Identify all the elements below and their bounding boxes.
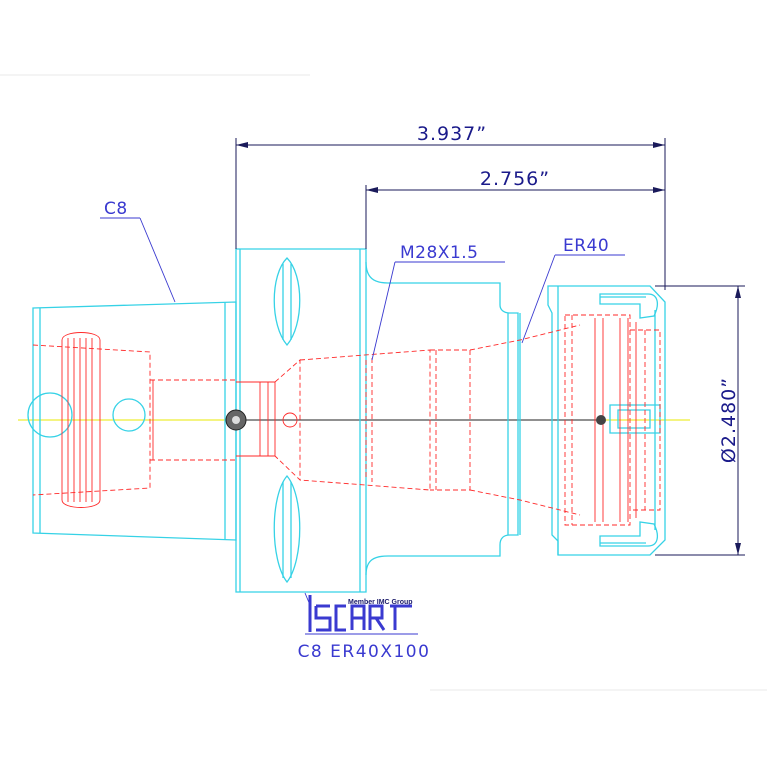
member-imc-text: Member IMC Group (348, 599, 413, 606)
leader-lines (100, 217, 625, 606)
model-name: C8 ER40X100 (298, 642, 431, 662)
thread-label: M28X1.5 (400, 243, 478, 263)
diameter-dimension: Ø2.480” (718, 377, 740, 463)
dimension-lines (235, 138, 745, 556)
border-frame (0, 74, 767, 691)
gauge-length-dimension: 2.756” (480, 168, 550, 190)
collet-label: ER40 (563, 236, 609, 256)
hidden-lines (32, 314, 661, 526)
iscar-logo: Member IMC Group iscar (305, 595, 418, 635)
overall-length-dimension: 3.937” (417, 123, 487, 145)
shank-label: C8 (104, 199, 128, 219)
center-points (225, 409, 606, 431)
